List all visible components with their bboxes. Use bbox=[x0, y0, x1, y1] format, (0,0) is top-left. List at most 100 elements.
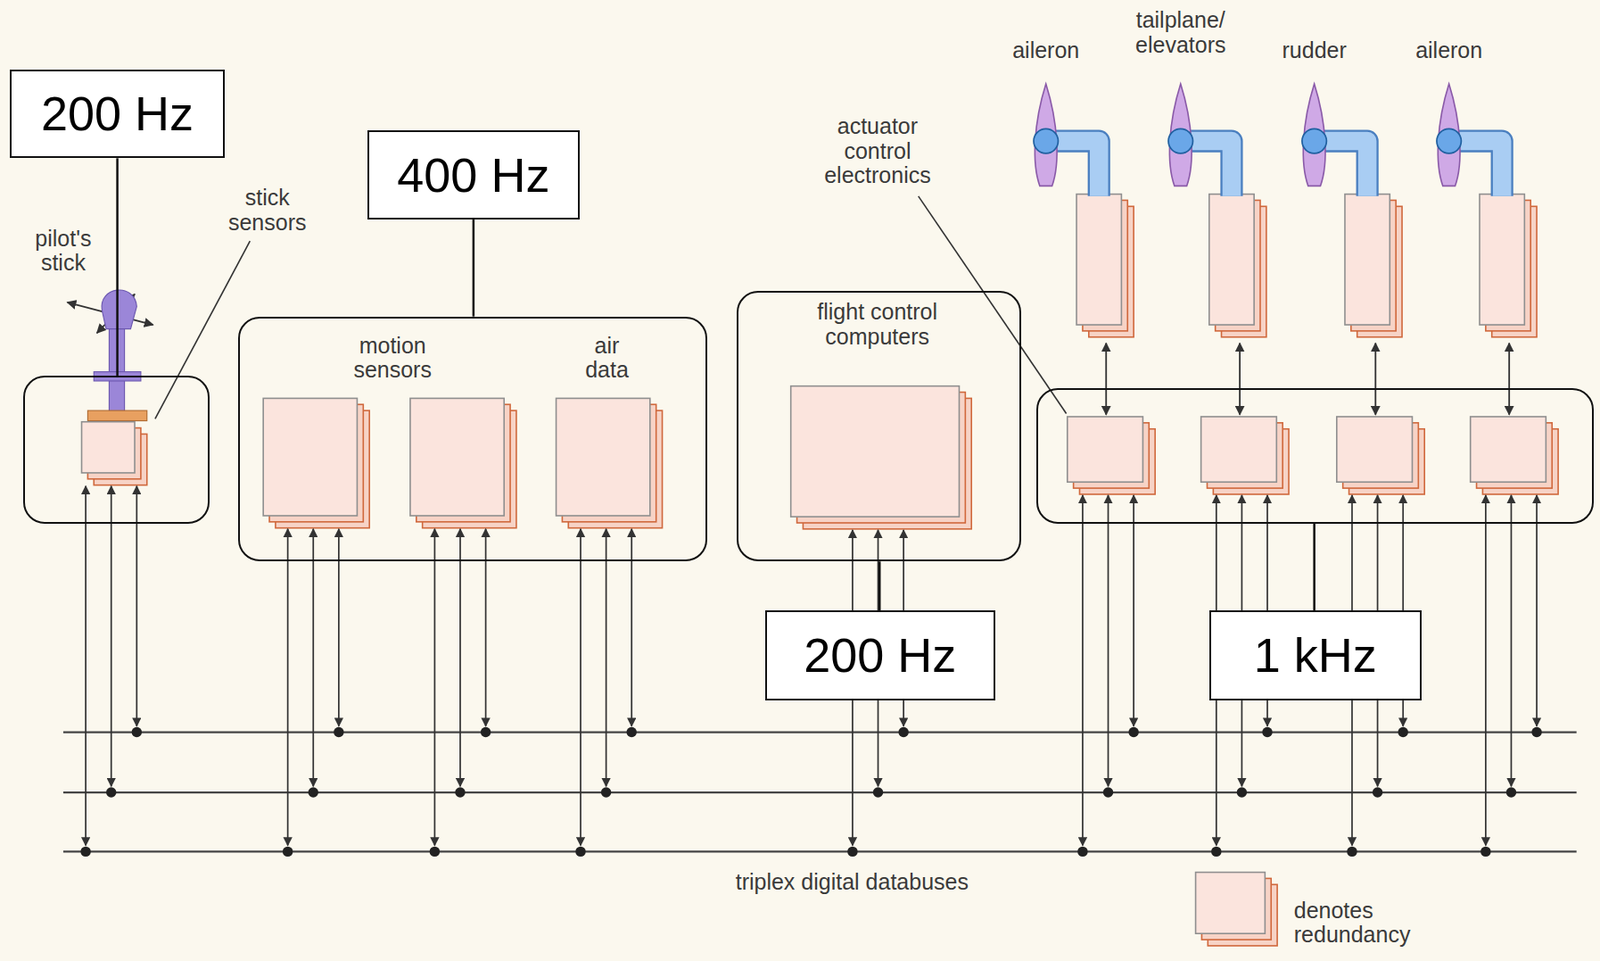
rate-label: 200 Hz bbox=[803, 628, 957, 682]
unit-label: air data bbox=[576, 333, 638, 383]
bus-link bbox=[459, 528, 462, 786]
stick-grip bbox=[101, 289, 137, 330]
actuator-link bbox=[1508, 343, 1510, 415]
bus-tap bbox=[1103, 786, 1114, 797]
databus bbox=[63, 730, 1577, 733]
legend-entry: denotes redundancy bbox=[1191, 867, 1457, 956]
redundant-box bbox=[1479, 194, 1525, 325]
hinge bbox=[1302, 128, 1327, 153]
bus-link bbox=[1081, 494, 1084, 845]
bus-tap bbox=[333, 726, 344, 737]
bus-tap bbox=[454, 786, 465, 797]
redundant-box bbox=[410, 397, 504, 516]
bus-link bbox=[579, 528, 582, 846]
redundant-box bbox=[556, 397, 651, 516]
rate-callout: 200 Hz bbox=[9, 69, 224, 159]
bus-link bbox=[1535, 494, 1538, 726]
stick-base bbox=[87, 410, 147, 421]
bus-link bbox=[84, 486, 87, 846]
bus-link bbox=[287, 528, 289, 846]
bus-link bbox=[605, 528, 608, 786]
part-label: tailplane/ elevators bbox=[1124, 8, 1238, 58]
redundant-box bbox=[1336, 416, 1413, 482]
redundant-box bbox=[263, 397, 357, 516]
bus-link bbox=[1107, 494, 1110, 786]
bus-tap bbox=[480, 726, 491, 737]
leader-line bbox=[155, 240, 250, 419]
rate-label: 1 kHz bbox=[1253, 628, 1378, 682]
bus-tap bbox=[1506, 786, 1517, 797]
bus-tap bbox=[1480, 846, 1491, 857]
bus-tap bbox=[1397, 726, 1408, 737]
part-label: triplex digital databuses bbox=[699, 869, 1006, 895]
actuator-link bbox=[1105, 343, 1107, 415]
legend-swatch bbox=[1191, 867, 1286, 954]
unit-group bbox=[23, 375, 209, 524]
rate-label: 400 Hz bbox=[396, 148, 550, 202]
bus-tap bbox=[575, 846, 586, 857]
callout-connector bbox=[1312, 523, 1316, 611]
redundant-box bbox=[1209, 194, 1254, 325]
redundant-box bbox=[1195, 871, 1266, 933]
bus-tap bbox=[1237, 786, 1247, 797]
bus-tap bbox=[601, 786, 611, 797]
bus-tap bbox=[1211, 846, 1221, 857]
bus-tap bbox=[626, 726, 636, 737]
unit-group: motion sensors air data bbox=[238, 316, 708, 562]
bus-link bbox=[1484, 494, 1487, 845]
bus-tap bbox=[1128, 726, 1139, 737]
bus-link bbox=[312, 528, 314, 786]
bus-tap bbox=[873, 786, 883, 797]
unit-group bbox=[1036, 387, 1594, 524]
part-label: aileron bbox=[1402, 38, 1495, 64]
legend-text: denotes redundancy bbox=[1294, 898, 1425, 948]
callout-connector bbox=[472, 219, 476, 317]
redundant-box bbox=[1470, 416, 1547, 482]
redundant-box bbox=[1067, 416, 1144, 482]
hinge bbox=[1033, 128, 1058, 153]
bus-tap bbox=[308, 786, 319, 797]
part-label: aileron bbox=[999, 38, 1092, 64]
callout-connector bbox=[878, 560, 882, 611]
triplex-databuses bbox=[63, 486, 1577, 857]
databus bbox=[63, 791, 1577, 793]
bus-tap bbox=[1372, 786, 1383, 797]
part-label: pilot's stick bbox=[16, 226, 109, 276]
part-label: actuator control electronics bbox=[806, 114, 949, 189]
bus-tap bbox=[1077, 846, 1088, 857]
bus-tap bbox=[1346, 846, 1357, 857]
hinge bbox=[1436, 128, 1461, 153]
bus-link bbox=[630, 528, 633, 726]
part-label: rudder bbox=[1268, 38, 1361, 64]
actuator-link bbox=[1238, 343, 1241, 415]
bus-tap bbox=[898, 726, 908, 737]
rate-callout: 1 kHz bbox=[1209, 610, 1422, 701]
redundant-units bbox=[82, 194, 1559, 529]
redundant-box bbox=[1201, 416, 1278, 482]
redundant-box bbox=[791, 386, 960, 517]
redundant-box bbox=[82, 421, 135, 473]
actuator-link bbox=[1374, 343, 1377, 415]
redundant-box bbox=[1076, 194, 1122, 325]
callout-connector bbox=[115, 157, 119, 376]
rate-callout: 400 Hz bbox=[367, 130, 580, 220]
bus-tap bbox=[131, 726, 142, 737]
unit-label: flight control computers bbox=[813, 299, 941, 349]
pilot-stick-figure bbox=[67, 289, 154, 421]
bus-link bbox=[485, 528, 487, 726]
hinge bbox=[1168, 128, 1193, 153]
unit-group: flight control computers bbox=[736, 290, 1022, 561]
rate-callout: 200 Hz bbox=[765, 610, 995, 701]
part-label: stick sensors bbox=[214, 185, 322, 235]
bus-tap bbox=[847, 846, 858, 857]
bus-tap bbox=[429, 846, 440, 857]
unit-label: motion sensors bbox=[336, 333, 449, 383]
bus-link bbox=[338, 528, 340, 726]
bus-tap bbox=[282, 846, 293, 857]
bus-link bbox=[1510, 494, 1513, 786]
bus-link bbox=[110, 486, 113, 786]
bus-link bbox=[434, 528, 437, 846]
